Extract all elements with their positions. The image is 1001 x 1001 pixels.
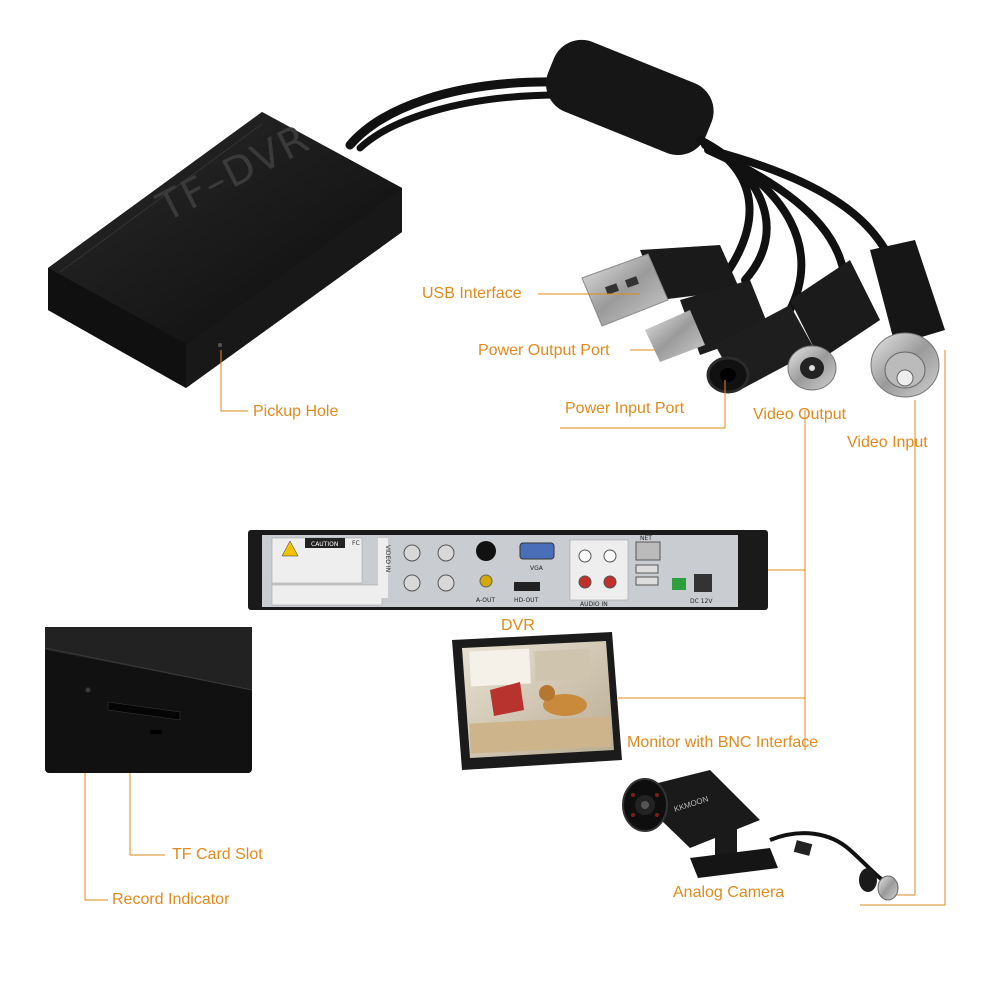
label-usb-interface: USB Interface bbox=[422, 285, 522, 302]
dvr-vga-label: VGA bbox=[530, 565, 544, 572]
analog-camera: KKMOON bbox=[622, 770, 899, 901]
video-input-bnc bbox=[870, 240, 945, 398]
dvr-audio-out-jack bbox=[479, 574, 493, 588]
inset-closeup bbox=[44, 627, 253, 773]
dvr-net-port bbox=[635, 541, 661, 561]
monitor-dog bbox=[543, 694, 587, 716]
label-monitor: Monitor with BNC Interface bbox=[627, 734, 819, 751]
usb-micro-hole bbox=[150, 730, 162, 734]
camera-dc-plug bbox=[859, 868, 877, 892]
dvr-bnc-port bbox=[403, 544, 421, 562]
dvr-fan bbox=[476, 541, 496, 561]
camera-bnc-plug bbox=[877, 875, 899, 901]
dvr-net-label: NET bbox=[640, 535, 652, 542]
dvr-recorder: CAUTION FC VIDEO IN A-OUT VGA HD-OUT AUD… bbox=[248, 530, 768, 610]
monitor bbox=[452, 632, 622, 770]
dvr-dc-label: DC 12V bbox=[690, 598, 713, 605]
dvr-fcc-logo: FC bbox=[352, 540, 360, 547]
tf-card-slot-opening bbox=[107, 701, 181, 721]
label-tf-card-slot: TF Card Slot bbox=[172, 846, 263, 863]
label-analog-camera: Analog Camera bbox=[673, 884, 785, 901]
dvr-bnc-port bbox=[403, 574, 421, 592]
label-power-output-port: Power Output Port bbox=[478, 342, 610, 359]
monitor-sofa-cushion bbox=[490, 682, 524, 716]
dvr-dc-jack bbox=[694, 574, 712, 592]
record-indicator-led bbox=[85, 687, 91, 693]
dvr-hd-out-label: HD-OUT bbox=[514, 597, 539, 604]
dvr-usb-port bbox=[635, 576, 659, 586]
usb-plug bbox=[581, 245, 740, 327]
video-output-bnc bbox=[787, 260, 880, 391]
label-record-indicator: Record Indicator bbox=[112, 891, 230, 908]
dvr-hdmi-port bbox=[514, 582, 540, 591]
dvr-bnc-port bbox=[437, 544, 455, 562]
dvr-rs485-terminal bbox=[672, 578, 686, 590]
power-input-jack bbox=[706, 305, 815, 394]
dvr-a-out-label: A-OUT bbox=[476, 597, 495, 604]
label-video-output: Video Output bbox=[753, 406, 847, 423]
label-video-input: Video Input bbox=[847, 434, 928, 451]
dvr-bnc-port bbox=[437, 574, 455, 592]
dvr-usb-port bbox=[635, 564, 659, 574]
dvr-audio-in-label: AUDIO IN bbox=[580, 601, 608, 608]
tf-dvr-device bbox=[48, 112, 402, 388]
dvr-video-in-text: VIDEO IN bbox=[384, 545, 391, 572]
label-dvr: DVR bbox=[501, 617, 535, 634]
dvr-caution-text: CAUTION bbox=[311, 541, 338, 548]
pickup-hole-mark bbox=[218, 343, 222, 347]
label-pickup-hole: Pickup Hole bbox=[253, 403, 339, 420]
label-power-input-port: Power Input Port bbox=[565, 400, 685, 417]
dvr-vga-port bbox=[519, 542, 555, 560]
